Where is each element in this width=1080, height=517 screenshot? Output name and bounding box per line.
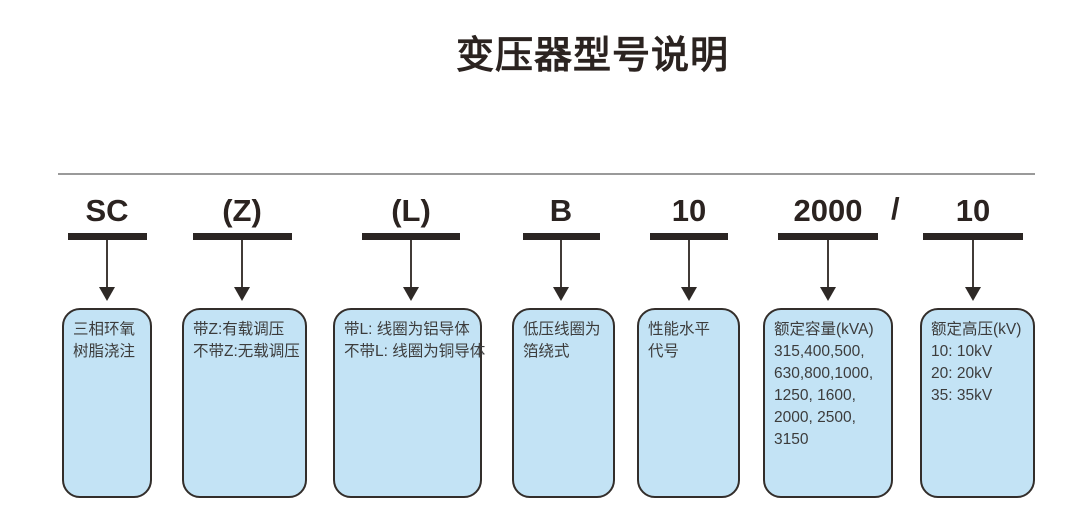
description-box: 性能水平代号 bbox=[637, 308, 740, 498]
horizontal-rule bbox=[58, 173, 1035, 175]
description-line: 性能水平 bbox=[648, 321, 711, 338]
description-line: 1250, 1600, bbox=[774, 387, 856, 404]
description-line: 3150 bbox=[774, 431, 809, 448]
description-line: 35: 35kV bbox=[931, 387, 993, 404]
code-underline bbox=[650, 233, 728, 240]
arrow-line bbox=[972, 240, 974, 288]
diagram-title: 变压器型号说明 bbox=[456, 35, 730, 77]
model-code-label: 10 bbox=[955, 193, 991, 228]
description-line: 10: 10kV bbox=[931, 343, 993, 360]
description-line: 不带L: 线圈为铜导体 bbox=[344, 343, 486, 360]
model-code-label: (L) bbox=[391, 193, 431, 228]
arrow-head-icon bbox=[403, 287, 419, 301]
model-code-label: B bbox=[549, 193, 573, 228]
arrow-line bbox=[827, 240, 829, 288]
code-underline bbox=[362, 233, 460, 240]
description-box: 带L: 线圈为铝导体不带L: 线圈为铜导体 bbox=[333, 308, 486, 498]
arrow-head-icon bbox=[820, 287, 836, 301]
description-line: 630,800,1000, bbox=[774, 365, 874, 382]
description-line: 带L: 线圈为铝导体 bbox=[344, 321, 470, 338]
arrow-head-icon bbox=[965, 287, 981, 301]
arrow-line bbox=[560, 240, 562, 288]
arrow-head-icon bbox=[99, 287, 115, 301]
arrow-line bbox=[688, 240, 690, 288]
description-box: 三相环氧树脂浇注 bbox=[62, 308, 152, 498]
description-line: 带Z:有载调压 bbox=[193, 321, 285, 338]
arrow-head-icon bbox=[234, 287, 250, 301]
description-box: 低压线圈为箔绕式 bbox=[512, 308, 615, 498]
description-line: 箔绕式 bbox=[523, 343, 570, 360]
arrow-line bbox=[106, 240, 108, 288]
description-box: 带Z:有载调压不带Z:无载调压 bbox=[182, 308, 307, 498]
description-line: 三相环氧 bbox=[73, 321, 136, 338]
arrow-line bbox=[410, 240, 412, 288]
code-underline bbox=[523, 233, 600, 240]
model-code-label: (Z) bbox=[222, 193, 262, 228]
model-code-label: 2000 bbox=[793, 193, 863, 228]
model-code-label: SC bbox=[85, 193, 129, 228]
description-line: 20: 20kV bbox=[931, 365, 993, 382]
arrow-head-icon bbox=[553, 287, 569, 301]
description-line: 额定高压(kV) bbox=[931, 321, 1022, 338]
description-line: 代号 bbox=[648, 343, 680, 360]
arrow-head-icon bbox=[681, 287, 697, 301]
code-underline bbox=[923, 233, 1023, 240]
model-code-label: 10 bbox=[671, 193, 707, 228]
arrow-line bbox=[241, 240, 243, 288]
code-underline bbox=[193, 233, 292, 240]
code-separator-slash: / bbox=[891, 191, 900, 226]
code-underline bbox=[778, 233, 878, 240]
code-underline bbox=[68, 233, 147, 240]
description-line: 2000, 2500, bbox=[774, 409, 856, 426]
description-line: 低压线圈为 bbox=[523, 321, 601, 338]
description-box: 额定高压(kV) 10: 10kV 20: 20kV 35: 35kV bbox=[920, 308, 1035, 498]
description-line: 不带Z:无载调压 bbox=[193, 343, 300, 360]
description-box: 额定容量(kVA) 315,400,500, 630,800,1000, 1250, … bbox=[763, 308, 893, 498]
description-line: 315,400,500, bbox=[774, 343, 865, 360]
description-line: 树脂浇注 bbox=[73, 343, 136, 360]
description-line: 额定容量(kVA) bbox=[774, 321, 874, 338]
